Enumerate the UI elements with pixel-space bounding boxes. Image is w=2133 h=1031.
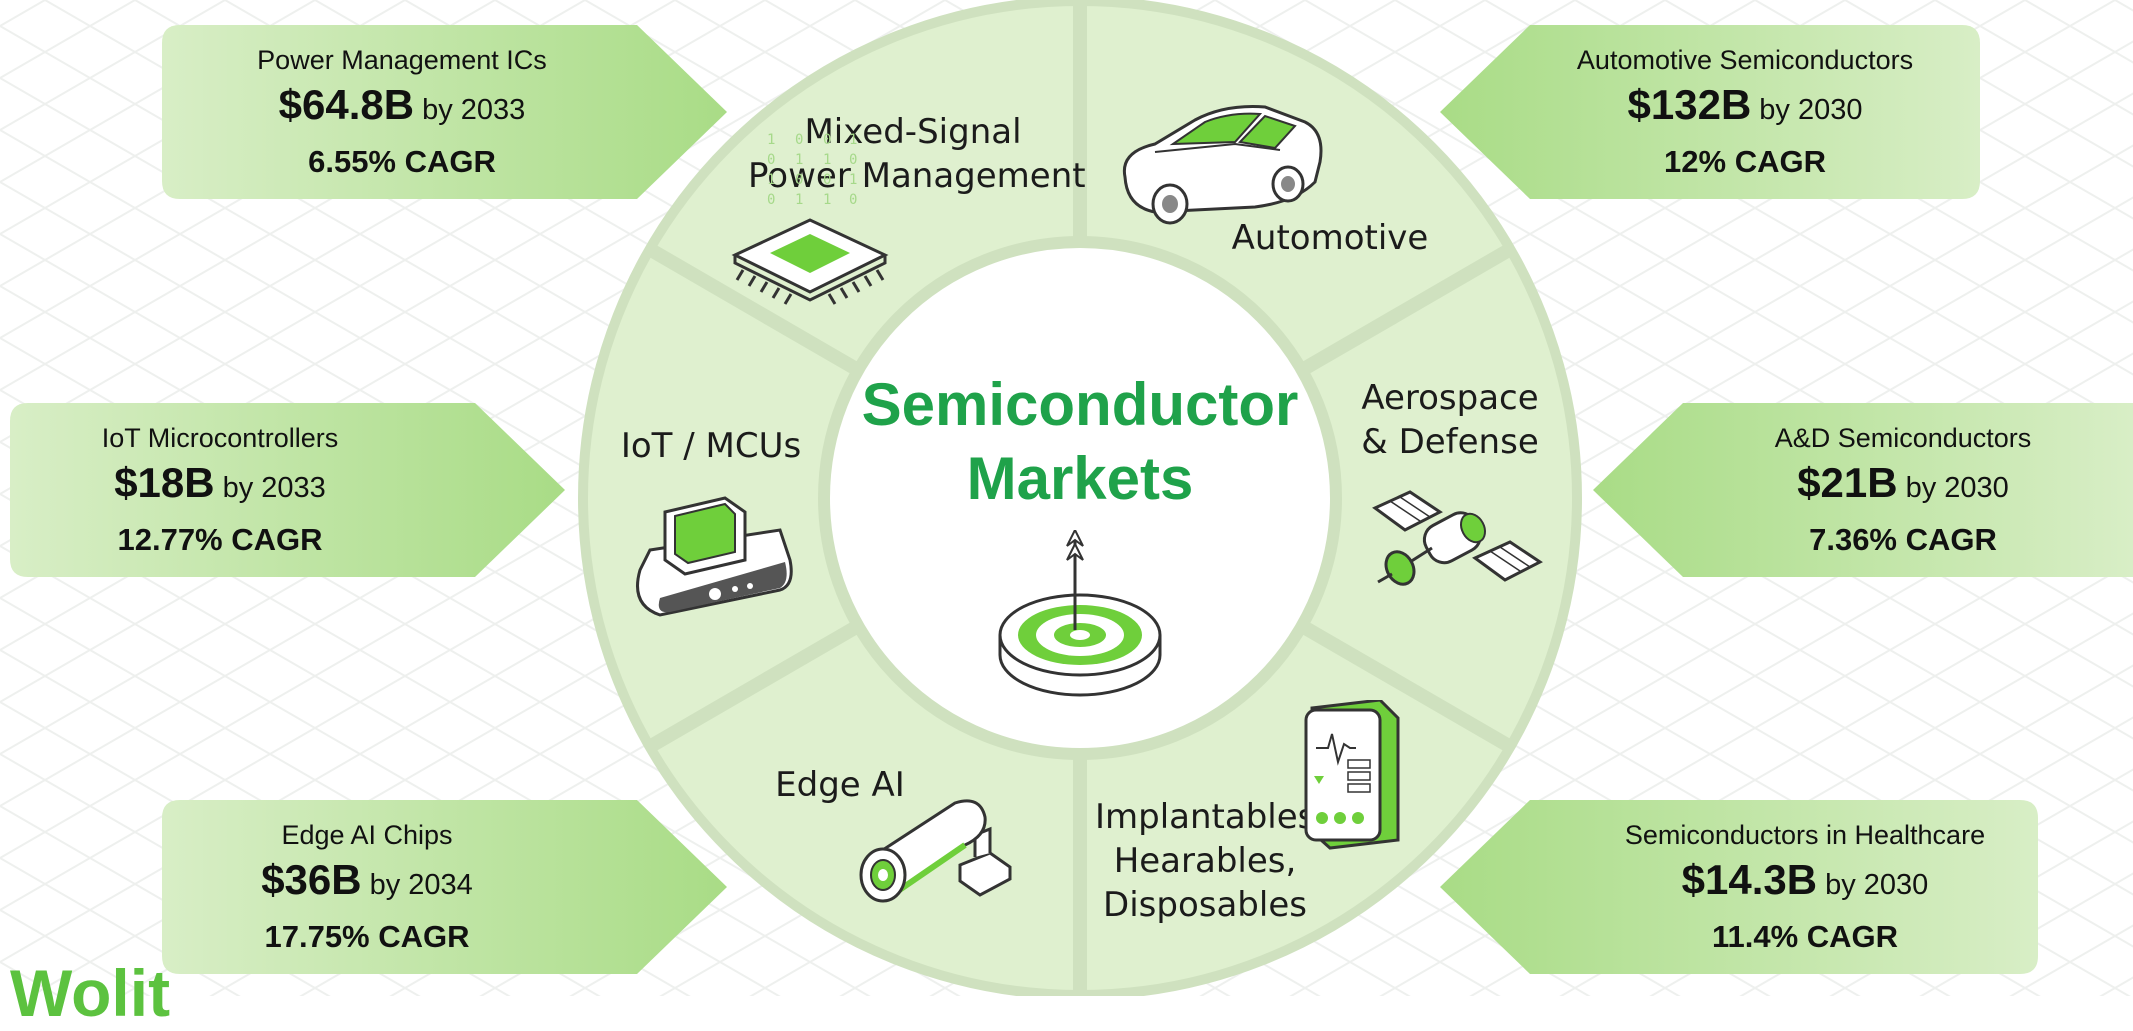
callout-cagr: 6.55% CAGR [308,144,496,179]
svg-text:0: 0 [767,152,775,168]
center-title: Semiconductor Markets [861,371,1299,512]
footer-partial-word: Wolit [10,956,171,1030]
svg-text:0: 0 [849,152,857,168]
segment-label-implantables: Implantables, Hearables, Disposables [1095,797,1327,925]
callout-amount: $64.8B [278,81,415,128]
segment-label-automotive: Automotive [1231,218,1429,258]
callout-year: by 2030 [1905,472,2009,504]
segment-label-edge-ai: Edge AI [775,765,905,805]
callout-arrow-shape [162,25,727,199]
callout-arrow-shape [1440,25,1980,199]
callout-amount: $21B [1797,459,1898,506]
callout-name: Automotive Semiconductors [1576,45,1914,75]
car-icon [1122,105,1323,225]
svg-text:1: 1 [795,192,803,208]
svg-text:1: 1 [767,132,775,148]
callout-cagr: 12.77% CAGR [117,522,323,557]
smartwatch-icon [636,496,793,617]
ring-dividers [647,5,1513,996]
satellite-icon [1372,490,1543,586]
svg-text:1: 1 [849,132,857,148]
svg-text:1: 1 [823,152,831,168]
callout-cagr: 7.36% CAGR [1809,522,1997,557]
svg-text:1: 1 [849,172,857,188]
svg-text:1: 1 [823,192,831,208]
callout-year: by 2030 [1825,869,1929,901]
callout-amount: $132B [1627,81,1752,128]
segment-label-aerospace: Aerospace & Defense [1361,378,1539,462]
chip-icon: 1 0 0 1 0 1 1 0 1 0 0 1 0 1 1 0 [731,132,889,305]
callout-cagr: 12% CAGR [1664,144,1826,179]
callout-name: A&D Semiconductors [1774,423,2032,453]
segment-label-mixed-signal: Mixed-Signal Power Management [748,112,1086,196]
callout-arrow-shape [10,403,565,577]
svg-text:0: 0 [823,172,831,188]
callout-arrow-shape [1440,800,2038,974]
callout-year: by 2030 [1759,94,1863,126]
callout-arrow-shape [162,800,727,974]
callout-year: by 2034 [369,869,473,901]
callout-year: by 2033 [422,94,526,126]
callout-cagr: 11.4% CAGR [1711,919,1899,954]
security-camera-icon [859,799,1012,903]
callout-amount: $36B [261,856,362,903]
svg-text:0: 0 [823,132,831,148]
svg-text:1: 1 [795,152,803,168]
callout-amount: $18B [114,459,215,506]
segment-label-iot: IoT / MCUs [620,426,802,466]
svg-text:0: 0 [849,192,857,208]
callout-cagr: 17.75% CAGR [264,919,470,954]
callout-name: Power Management ICs [257,45,547,75]
svg-text:0: 0 [795,172,803,188]
callout-amount: $14.3B [1681,856,1818,903]
callout-arrow-shape [1593,403,2133,577]
target-icon [998,530,1162,697]
callout-name: Semiconductors in Healthcare [1624,820,1986,850]
callout-name: IoT Microcontrollers [101,423,339,453]
svg-text:0: 0 [795,132,803,148]
health-monitor-icon [1304,700,1400,850]
callout-year: by 2033 [222,472,326,504]
svg-text:0: 0 [767,192,775,208]
callout-name: Edge AI Chips [281,820,453,850]
svg-text:1: 1 [767,172,775,188]
